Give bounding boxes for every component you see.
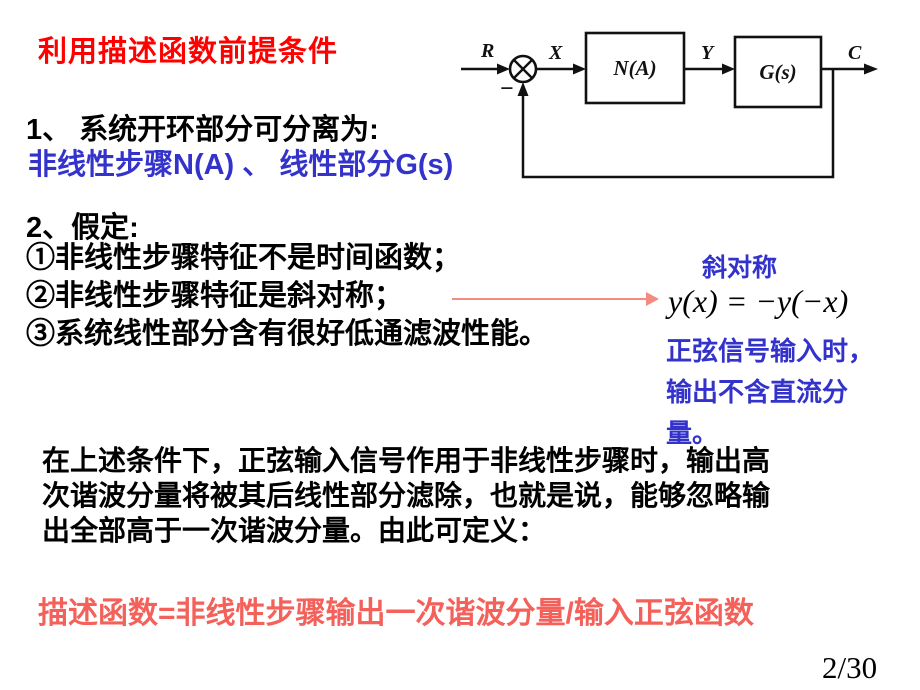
point2-item-2: ②非线性步骤特征是斜对称；	[26, 280, 404, 312]
sine-input-note-line-2: 输出不含直流分	[666, 377, 849, 407]
intermediate-label: Y	[701, 42, 714, 64]
sine-input-note-line-1: 正弦信号输入时，	[666, 336, 875, 366]
body-paragraph-line-2: 次谐波分量将被其后线性部分滤除，也就是说，能够忽略输	[42, 480, 771, 511]
junction-cross-2	[513, 59, 533, 79]
point2-item-list: ①非线性步骤特征不是时间函数； ②非线性步骤特征是斜对称； ③系统线性部分含有很…	[26, 239, 548, 353]
annotation-arrow-shaft	[452, 298, 648, 300]
slide-title: 利用描述函数前提条件	[38, 36, 339, 68]
nonlinear-block-label: N(A)	[613, 55, 657, 80]
annotation-arrow-icon	[452, 292, 660, 306]
minus-sign-label: −	[500, 76, 514, 102]
output-arrowhead-icon	[864, 63, 878, 75]
input-label: R	[481, 40, 495, 62]
body-paragraph-line-1: 在上述条件下，正弦输入信号作用于非线性步骤时，输出高	[42, 445, 771, 476]
describing-function-definition: 描述函数=非线性步骤输出一次谐波分量/输入正弦函数	[38, 597, 754, 630]
intermediate-arrowhead-icon	[722, 63, 735, 75]
error-arrowhead-icon	[573, 63, 586, 75]
output-label: C	[848, 42, 862, 64]
sine-input-note-line-3: 量。	[666, 418, 719, 448]
skew-symmetry-label: 斜对称	[702, 254, 778, 282]
point2-item-3: ③系统线性部分含有很好低通滤波性能。	[26, 318, 549, 350]
page-number: 2/30	[822, 650, 878, 685]
input-arrowhead-icon	[497, 63, 510, 75]
feedback-arrowhead-icon	[517, 82, 529, 96]
point2-item-1: ①非线性步骤特征不是时间函数；	[26, 242, 462, 274]
error-label: X	[549, 42, 563, 64]
point2-heading: 2、假定:	[26, 212, 139, 244]
diagram-geometry	[461, 31, 878, 179]
point1-heading: 1、 系统开环部分可分离为:	[26, 114, 379, 146]
body-paragraph: 在上述条件下，正弦输入信号作用于非线性步骤时，输出高 次谐波分量将被其后线性部分…	[42, 443, 770, 548]
feedback-line	[521, 69, 835, 179]
sine-input-note: 正弦信号输入时， 输出不含直流分 量。	[666, 331, 874, 454]
linear-block-label: G(s)	[759, 59, 797, 84]
feedback-block-diagram: R X Y C − N(A) G(s)	[458, 20, 890, 188]
linear-block-box	[733, 35, 823, 109]
skew-symmetry-formula: y(x) = −y(−x)	[668, 283, 849, 319]
annotation-arrow-head	[646, 292, 659, 306]
point1-detail: 非线性步骤N(A) 、 线性部分G(s)	[28, 149, 454, 181]
body-paragraph-line-3: 出全部高于一次谐波分量。由此可定义：	[42, 515, 547, 546]
